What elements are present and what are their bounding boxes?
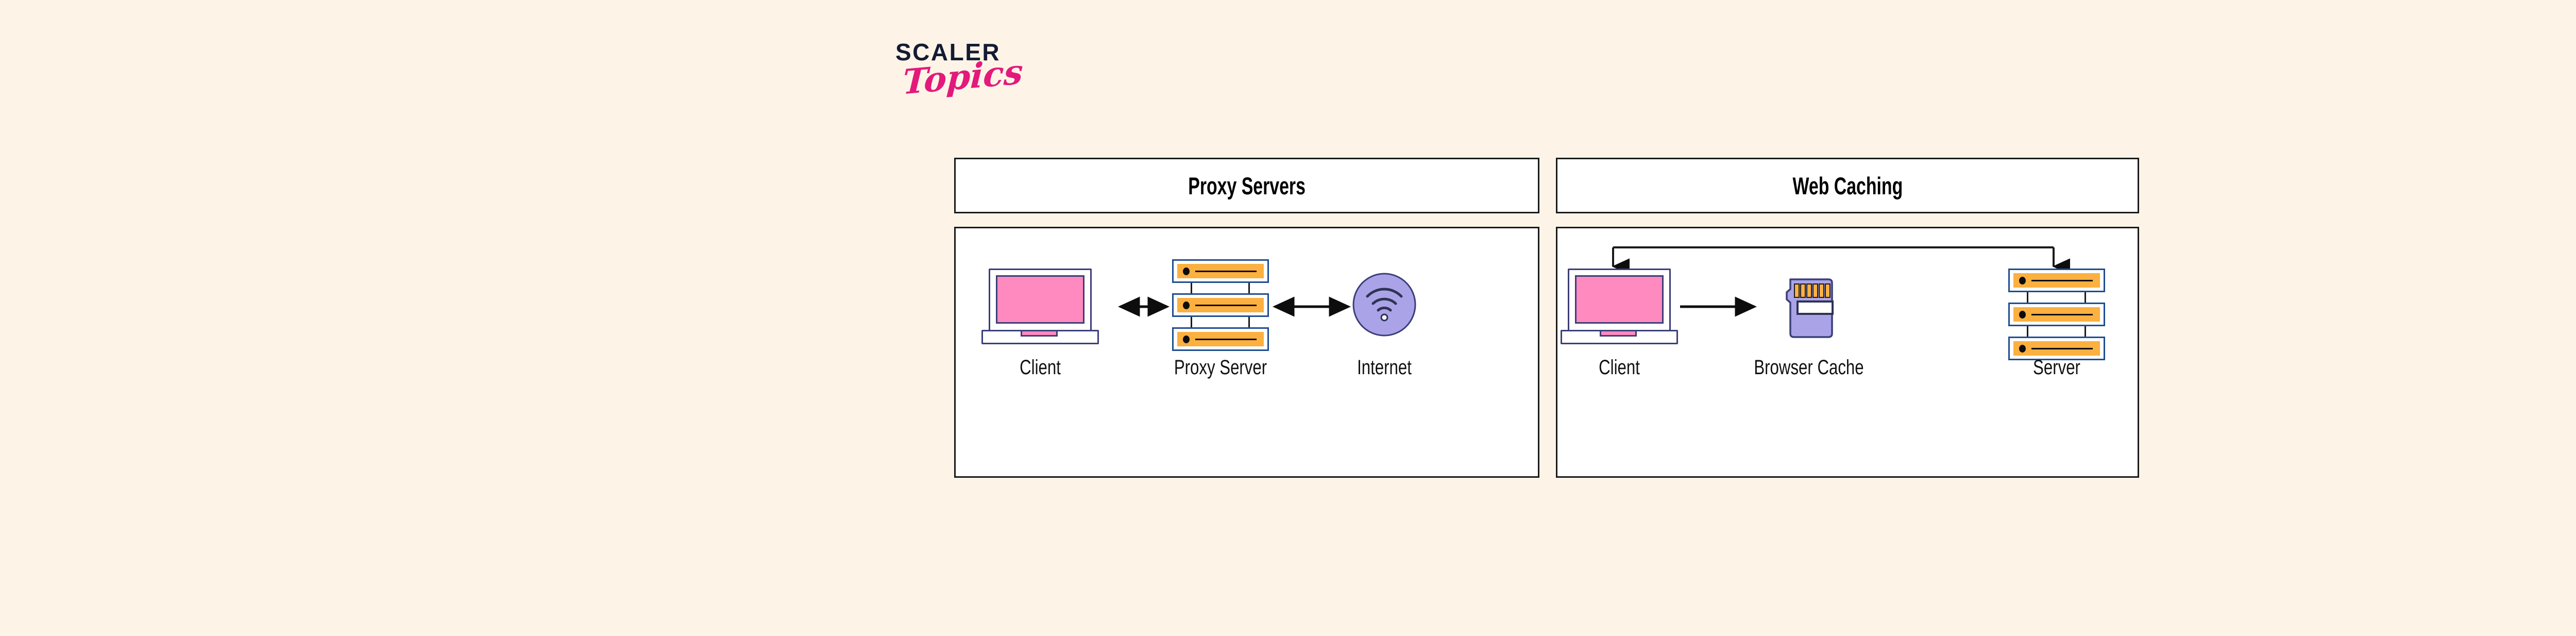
rack-led-icon (1183, 335, 1190, 343)
rack-unit-face (2013, 307, 2100, 322)
node-label-client-proxy: Client (1020, 356, 1061, 379)
laptop-trackpad (1600, 330, 1637, 337)
rack-connector (2084, 326, 2086, 337)
panel-body-proxy-servers: Client Proxy Server (954, 227, 1539, 478)
wifi-globe-icon-internet (1352, 273, 1416, 337)
rack-unit (1172, 293, 1269, 317)
laptop-lid (1568, 269, 1671, 331)
laptop-trackpad (1021, 330, 1058, 337)
rack-slot-line (2031, 279, 2093, 281)
laptop-screen (996, 275, 1084, 324)
rack-unit (2008, 303, 2105, 326)
brand-script-topics: Topics (902, 51, 1024, 103)
rack-slot-line (2031, 347, 2093, 349)
laptop-screen (1575, 275, 1664, 324)
rack-unit (1172, 259, 1269, 283)
rack-slot-line (1195, 304, 1257, 306)
rack-connector (2084, 292, 2086, 303)
laptop-icon-client-proxy (981, 269, 1099, 346)
rack-slot-line (2031, 313, 2093, 315)
panel-header-proxy-servers: Proxy Servers (954, 158, 1539, 213)
node-label-proxy-server: Proxy Server (1174, 356, 1267, 379)
panel-header-web-caching: Web Caching (1556, 158, 2139, 213)
rack-led-icon (1183, 301, 1190, 309)
rack-slot-line (1195, 338, 1257, 340)
panel-body-web-caching: Client Browser Cache (1556, 227, 2139, 478)
sd-card-icon-browser-cache (1783, 278, 1834, 339)
brand-wordmark: SCALER (895, 39, 1001, 65)
rack-connector (2027, 326, 2028, 337)
rack-connector (1191, 317, 1192, 327)
sd-card-svg (1786, 278, 1834, 338)
panel-title-web-caching: Web Caching (1792, 172, 1903, 199)
rack-led-icon (2019, 276, 2026, 284)
rack-connector (1248, 283, 1250, 293)
rack-led-icon (1183, 267, 1190, 275)
node-label-browser-cache: Browser Cache (1754, 356, 1864, 379)
rack-unit (2008, 337, 2105, 360)
server-rack-icon-server (2008, 269, 2105, 360)
rack-unit-face (2013, 341, 2100, 356)
rack-unit (2008, 269, 2105, 292)
internet-svg (1352, 273, 1416, 337)
laptop-lid (989, 269, 1092, 331)
rack-connector (2027, 292, 2028, 303)
rack-slot-line (1195, 270, 1257, 272)
rack-led-icon (2019, 344, 2026, 353)
node-label-server: Server (2033, 356, 2080, 379)
server-rack-icon-proxy (1172, 259, 1269, 351)
rack-unit-face (1177, 264, 1264, 278)
rack-unit-face (1177, 298, 1264, 312)
rack-led-icon (2019, 310, 2026, 319)
scaler-topics-logo: SCALER Topics (895, 40, 1065, 133)
rack-unit (1172, 327, 1269, 351)
panel-title-proxy-servers: Proxy Servers (1188, 172, 1306, 199)
node-label-client-caching: Client (1599, 356, 1640, 379)
rack-unit-face (2013, 273, 2100, 288)
rack-unit-face (1177, 332, 1264, 346)
rack-connector (1248, 317, 1250, 327)
laptop-icon-client-caching (1561, 269, 1678, 346)
rack-connector (1191, 283, 1192, 293)
node-label-internet: Internet (1357, 356, 1412, 379)
